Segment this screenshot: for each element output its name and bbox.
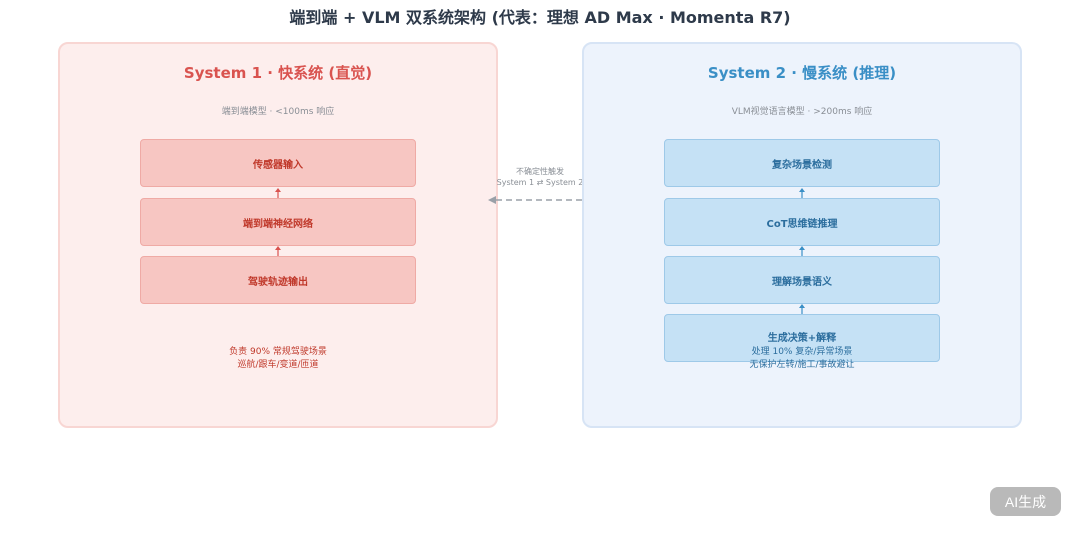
system2-note-line: 无保护左转/施工/事故避让 [749, 360, 855, 370]
system1-note: 负责 90% 常规驾驶场景 巡航/跟车/变道/匝道 [60, 346, 496, 372]
connector-label-line: System 1 ⇄ System 2 [496, 178, 584, 187]
system1-subtitle: 端到端模型 · <100ms 响应 [221, 107, 335, 117]
system2-subtitle: VLM视觉语言模型 · >200ms 响应 [731, 107, 873, 117]
system1-step-sensor-input: 传感器输入 [140, 139, 416, 187]
system2-step-decision-explain: 生成决策+解释 [664, 314, 940, 362]
system1-title: System 1 · 快系统 (直觉) [183, 64, 373, 82]
up-arrow-icon [796, 188, 808, 198]
system2-panel: System 2 · 慢系统 (推理) VLM视觉语言模型 · >200ms 响… [582, 42, 1022, 428]
system2-step-scene-detection: 复杂场景检测 [664, 139, 940, 187]
up-arrow-icon [796, 304, 808, 314]
system2-step-cot-reasoning: CoT思维链推理 [664, 198, 940, 246]
system2-note-line: 处理 10% 复杂/异常场景 [751, 347, 853, 357]
up-arrow-icon [272, 246, 284, 256]
connector-label: 不确定性触发 System 1 ⇄ System 2 [486, 166, 594, 188]
system1-note-line: 负责 90% 常规驾驶场景 [229, 347, 327, 357]
system2-title: System 2 · 慢系统 (推理) [707, 64, 897, 82]
up-arrow-icon [796, 246, 808, 256]
system1-panel: System 1 · 快系统 (直觉) 端到端模型 · <100ms 响应 传感… [58, 42, 498, 428]
system2-step-scene-semantics: 理解场景语义 [664, 256, 940, 304]
system1-step-trajectory-output: 驾驶轨迹输出 [140, 256, 416, 304]
system2-note: 处理 10% 复杂/异常场景 无保护左转/施工/事故避让 [584, 346, 1020, 372]
up-arrow-icon [272, 188, 284, 198]
ai-generated-badge: AI生成 [990, 487, 1061, 516]
diagram-title: 端到端 + VLM 双系统架构 (代表：理想 AD Max · Momenta … [289, 8, 791, 27]
connector-label-line: 不确定性触发 [516, 167, 564, 176]
system1-step-e2e-network: 端到端神经网络 [140, 198, 416, 246]
system1-note-line: 巡航/跟车/变道/匝道 [237, 360, 319, 370]
bidirectional-arrow-icon [488, 196, 592, 204]
